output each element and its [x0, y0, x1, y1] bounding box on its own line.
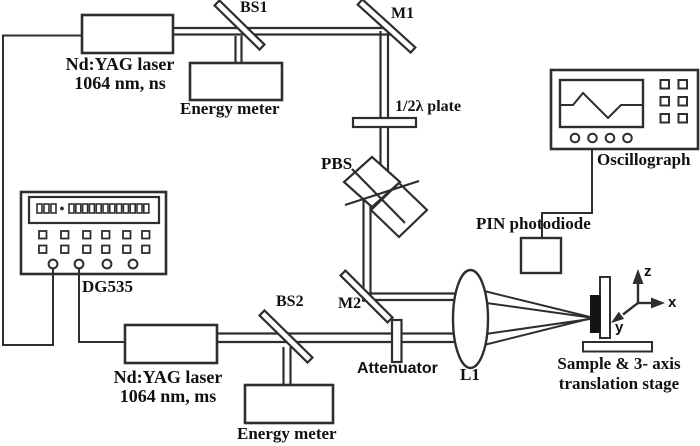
dg535-buttons [38, 230, 151, 254]
pbs-cross-lines [344, 168, 420, 224]
oscillograph-box [549, 68, 700, 151]
label-axis-y: y [615, 319, 624, 336]
label-axis-z: z [644, 263, 652, 280]
nd-yag-ms-laser-box [123, 323, 219, 365]
label-bs2: BS2 [276, 293, 304, 310]
energy-meter-1-box [188, 61, 284, 102]
mirror-bs1 [212, 0, 267, 52]
label-axis-x: x [668, 294, 677, 311]
label-oscillograph: Oscillograph [597, 150, 691, 169]
bs1-split-beam [234, 36, 243, 64]
laser-ms-line2: 1064 nm, ms [119, 386, 217, 406]
sample-holder [599, 276, 611, 339]
pin-photodiode-box [519, 236, 563, 275]
label-half-wave-plate: 1/2λ plate [395, 98, 462, 115]
label-pbs: PBS [321, 154, 353, 173]
label-pin-photodiode: PIN photodiode [476, 214, 591, 233]
coordinate-axes [611, 269, 665, 323]
trigger-cable-ns [2, 34, 84, 346]
oscillograph-screen [558, 78, 645, 129]
oscillograph-buttons [659, 79, 688, 124]
sample-stage [582, 276, 653, 353]
dg535-display-digits [36, 203, 150, 214]
sample-black [590, 295, 601, 333]
oscillograph-knobs [569, 132, 633, 144]
sample-line1: Sample & 3- axis [557, 354, 681, 373]
ms-beam-horizontal [217, 332, 462, 344]
half-wave-plate [351, 116, 418, 129]
axis-z-arrowhead [632, 269, 644, 284]
axis-y-arrowhead [611, 311, 625, 323]
dg535-output-knobs [47, 258, 139, 270]
laser-ns-line1: Nd:YAG laser [65, 54, 175, 74]
ns-beam-horizontal [173, 26, 391, 36]
m1-down-beam [379, 31, 390, 175]
label-laser-ns: Nd:YAG laser 1064 nm, ns [53, 55, 187, 93]
label-dg535: DG535 [82, 277, 133, 296]
label-bs1: BS1 [240, 0, 268, 16]
label-laser-ms: Nd:YAG laser 1064 nm, ms [101, 368, 235, 406]
label-energy-meter-bottom: Energy meter [237, 424, 337, 443]
label-attenuator: Attenuator [357, 360, 438, 377]
sample-line2: translation stage [558, 374, 680, 393]
mirror-m1 [356, 0, 417, 55]
axis-y [622, 302, 639, 316]
mirror-bs2 [257, 308, 315, 365]
stage-base [582, 341, 653, 353]
label-m2: M2 [338, 295, 362, 312]
oscillograph-waveform [561, 91, 642, 120]
pbs-prism-2 [369, 181, 429, 239]
label-energy-meter-top: Energy meter [180, 99, 280, 118]
lens-l1 [451, 268, 490, 370]
energy-meter-2-box [243, 383, 335, 425]
nd-yag-ns-laser-box [80, 13, 175, 55]
pbs-prisms [342, 155, 429, 239]
laser-ns-line2: 1064 nm, ns [74, 73, 166, 93]
axis-x-arrowhead [651, 297, 665, 309]
bs2-split-beam [282, 347, 292, 386]
label-sample-stage: Sample & 3- axis translation stage [545, 354, 693, 394]
signal-cable [541, 148, 593, 240]
dg535-box [19, 190, 168, 276]
attenuator-plate [390, 318, 403, 364]
label-m1: M1 [391, 5, 415, 22]
laser-ms-line1: Nd:YAG laser [113, 367, 223, 387]
mirror-m2 [338, 268, 395, 325]
pbs-down-beam [362, 195, 372, 302]
label-l1: L1 [460, 365, 480, 384]
focused-beam-lines [471, 287, 591, 349]
trigger-cable-ms [78, 266, 127, 343]
